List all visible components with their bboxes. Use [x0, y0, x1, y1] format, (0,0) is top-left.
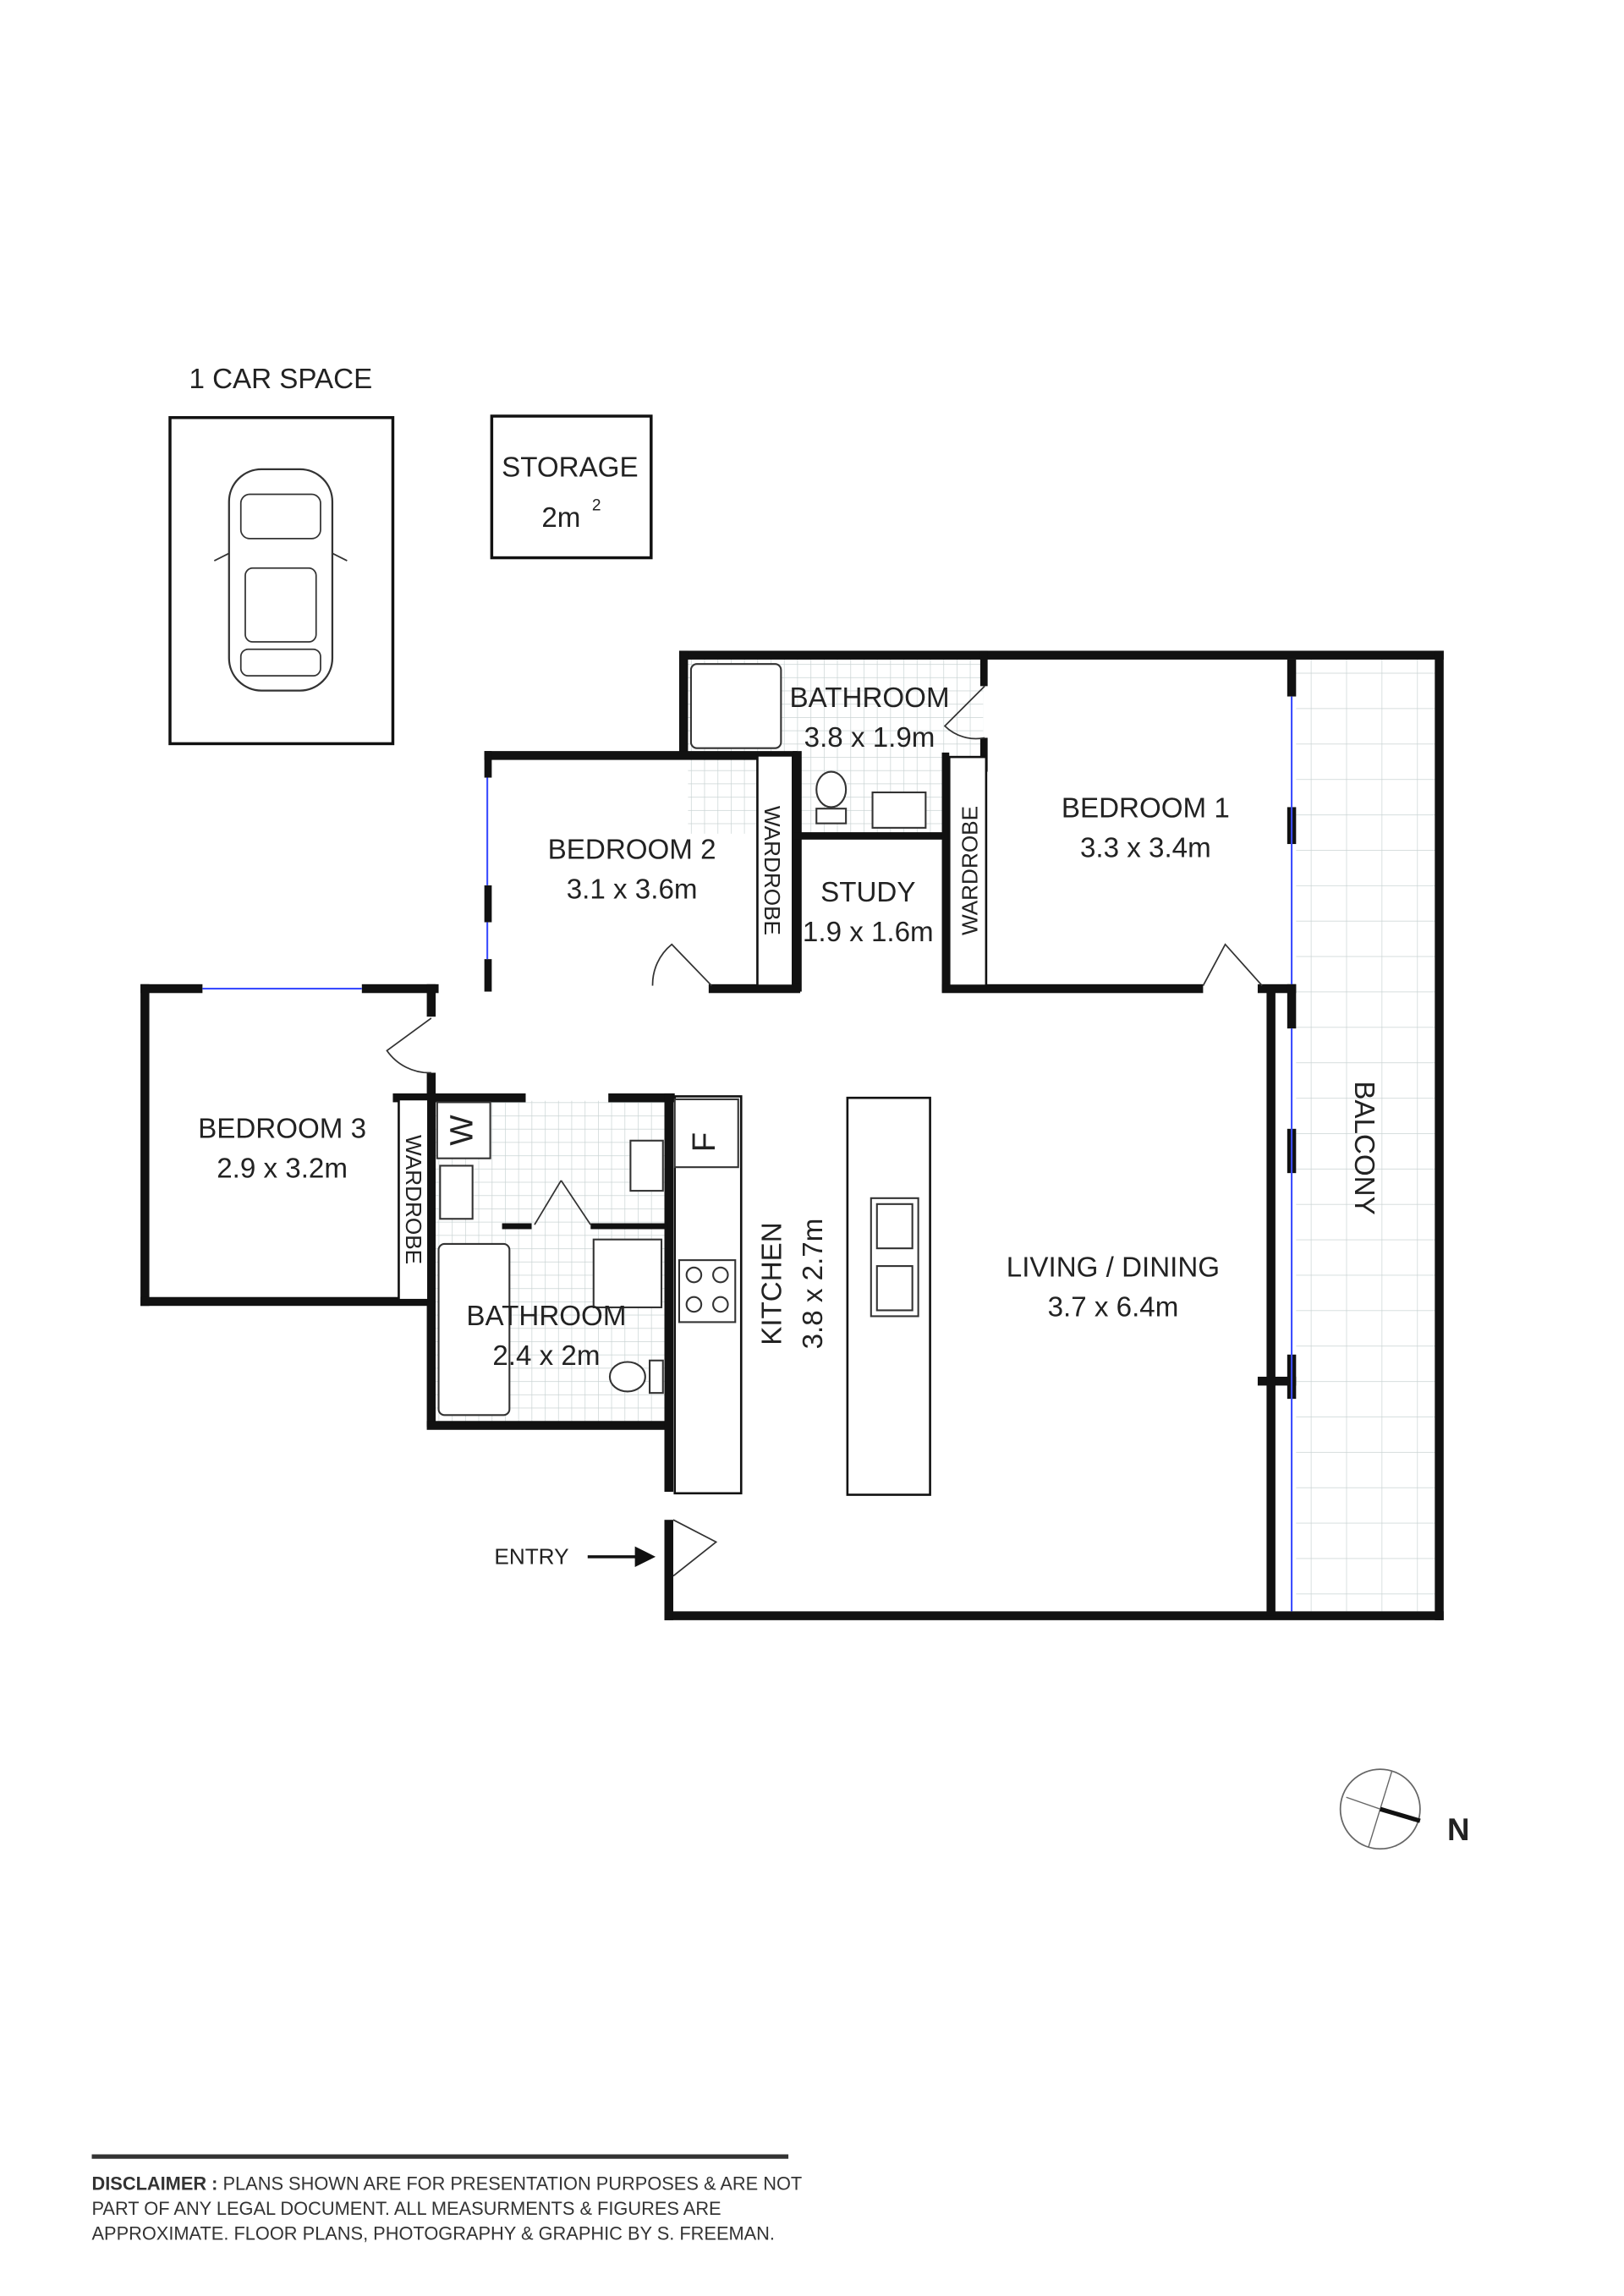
bedroom3-size: 2.9 x 3.2m — [217, 1153, 348, 1184]
disclaimer-line3: APPROXIMATE. FLOOR PLANS, PHOTOGRAPHY & … — [92, 2223, 775, 2244]
compass-icon — [1339, 1768, 1421, 1850]
bathroom1-size: 3.8 x 1.9m — [804, 722, 935, 753]
living-label: LIVING / DINING — [1007, 1252, 1220, 1283]
disclaimer-divider — [91, 2154, 789, 2159]
study-label: STUDY — [820, 877, 915, 908]
bathroom2-label: BATHROOM — [466, 1301, 626, 1332]
compass-north-label: N — [1447, 1812, 1469, 1847]
bathroom2-size: 2.4 x 2m — [492, 1340, 600, 1372]
wardrobe-bedroom3 — [398, 1098, 430, 1301]
wardrobe-bedroom2-label: WARDROBE — [760, 806, 785, 935]
bathroom1-label: BATHROOM — [790, 682, 950, 714]
wardrobe-bedroom1-label: WARDROBE — [957, 806, 982, 935]
storage-box — [490, 414, 653, 560]
storage-size-superscript: 2 — [592, 497, 601, 515]
kitchen-size: 3.8 x 2.7m — [798, 1219, 829, 1350]
wardrobe-bedroom3-label: WARDROBE — [401, 1135, 426, 1264]
fridge-label: F — [686, 1132, 722, 1152]
car-icon — [213, 468, 348, 692]
storage-label: STORAGE — [502, 452, 638, 484]
bedroom1-size: 3.3 x 3.4m — [1080, 833, 1211, 864]
bedroom2-label: BEDROOM 2 — [548, 835, 716, 866]
fridge — [673, 1098, 739, 1169]
washer-label: W — [444, 1115, 480, 1146]
washer — [436, 1101, 491, 1159]
sink-icon — [870, 1197, 919, 1318]
wardrobe-bedroom1 — [947, 755, 988, 987]
car-space-label: 1 CAR SPACE — [189, 364, 372, 395]
doors — [386, 685, 1263, 1577]
wardrobe-bedroom2 — [756, 754, 794, 987]
disclaimer-line2: PART OF ANY LEGAL DOCUMENT. ALL MEASURME… — [92, 2198, 721, 2219]
bedroom3-label: BEDROOM 3 — [198, 1113, 366, 1144]
living-size: 3.7 x 6.4m — [1048, 1291, 1179, 1323]
entry-arrow-icon — [587, 1546, 656, 1568]
bedroom1-label: BEDROOM 1 — [1062, 793, 1230, 825]
cooktop-icon — [678, 1259, 737, 1323]
balcony-floor — [1296, 659, 1438, 1612]
car-space — [168, 416, 395, 746]
balcony-label: BALCONY — [1348, 1081, 1380, 1214]
storage-size: 2m — [541, 502, 580, 534]
kitchen-label: KITCHEN — [756, 1222, 787, 1345]
bathroom-fixtures — [437, 663, 927, 1417]
disclaimer-line1: DISCLAIMER : PLANS SHOWN ARE FOR PRESENT… — [92, 2173, 803, 2194]
entry-label: ENTRY — [494, 1544, 568, 1570]
study-size: 1.9 x 1.6m — [803, 917, 934, 948]
walls — [140, 650, 1444, 1620]
bedroom2-size: 3.1 x 3.6m — [567, 874, 698, 906]
windows — [202, 696, 1293, 1612]
